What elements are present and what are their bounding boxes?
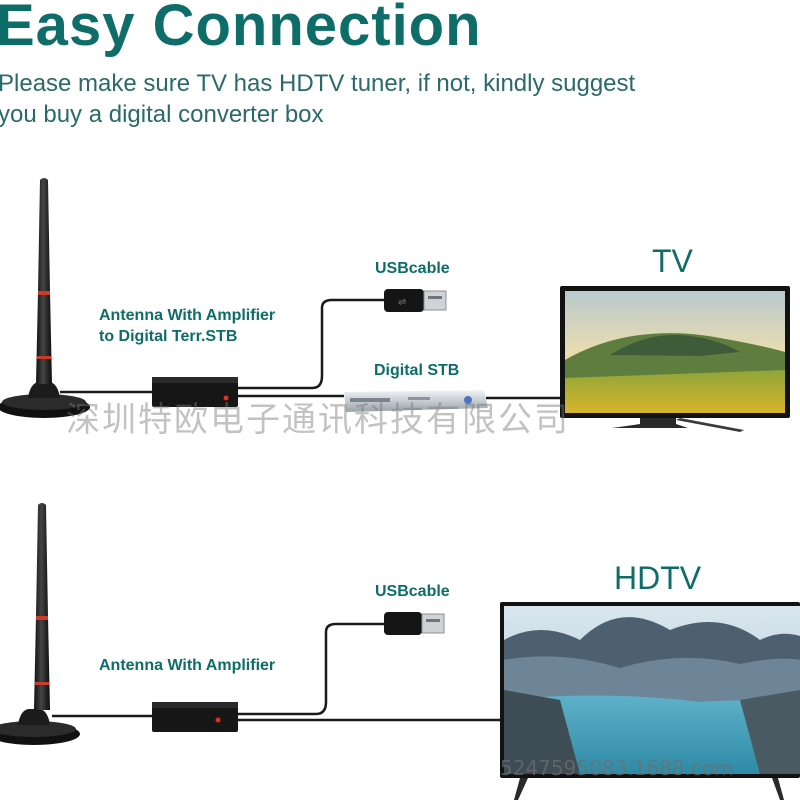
usb-plug-top: ⇌ <box>384 289 447 312</box>
hdtv-label: HDTV <box>614 560 702 596</box>
antenna-label-top: Antenna With Amplifier to Digital Terr.S… <box>99 305 275 347</box>
antenna-label-top-line-2: to Digital Terr.STB <box>99 328 238 345</box>
tv-top <box>560 286 790 432</box>
amplifier-box-bottom <box>152 702 238 732</box>
page-title: Easy Connection <box>0 0 482 58</box>
usb-label-bottom: USBcable <box>375 583 450 600</box>
amplifier-box-top <box>152 377 238 407</box>
antenna-bottom <box>0 503 80 745</box>
cables-bottom <box>52 622 504 722</box>
page-subtitle: Please make sure TV has HDTV tuner, if n… <box>0 68 778 130</box>
hdtv-bottom <box>500 602 800 800</box>
antenna-label-bottom: Antenna With Amplifier <box>99 657 276 674</box>
svg-text:⇌: ⇌ <box>398 297 406 308</box>
antenna-label-top-line-1: Antenna With Amplifier <box>99 307 276 324</box>
shop-watermark: 5247595083.1688.com <box>500 756 734 780</box>
digital-stb <box>344 390 488 412</box>
tv-label: TV <box>652 243 693 279</box>
stb-label: Digital STB <box>374 362 460 379</box>
company-watermark: 深圳特欧电子通讯科技有限公司 <box>66 400 570 440</box>
subtitle-line-2: you buy a digital converter box <box>0 101 324 128</box>
subtitle-line-1: Please make sure TV has HDTV tuner, if n… <box>0 70 636 97</box>
usb-label-top: USBcable <box>375 260 450 277</box>
antenna-top <box>0 178 90 418</box>
usb-plug-bottom <box>384 612 445 635</box>
